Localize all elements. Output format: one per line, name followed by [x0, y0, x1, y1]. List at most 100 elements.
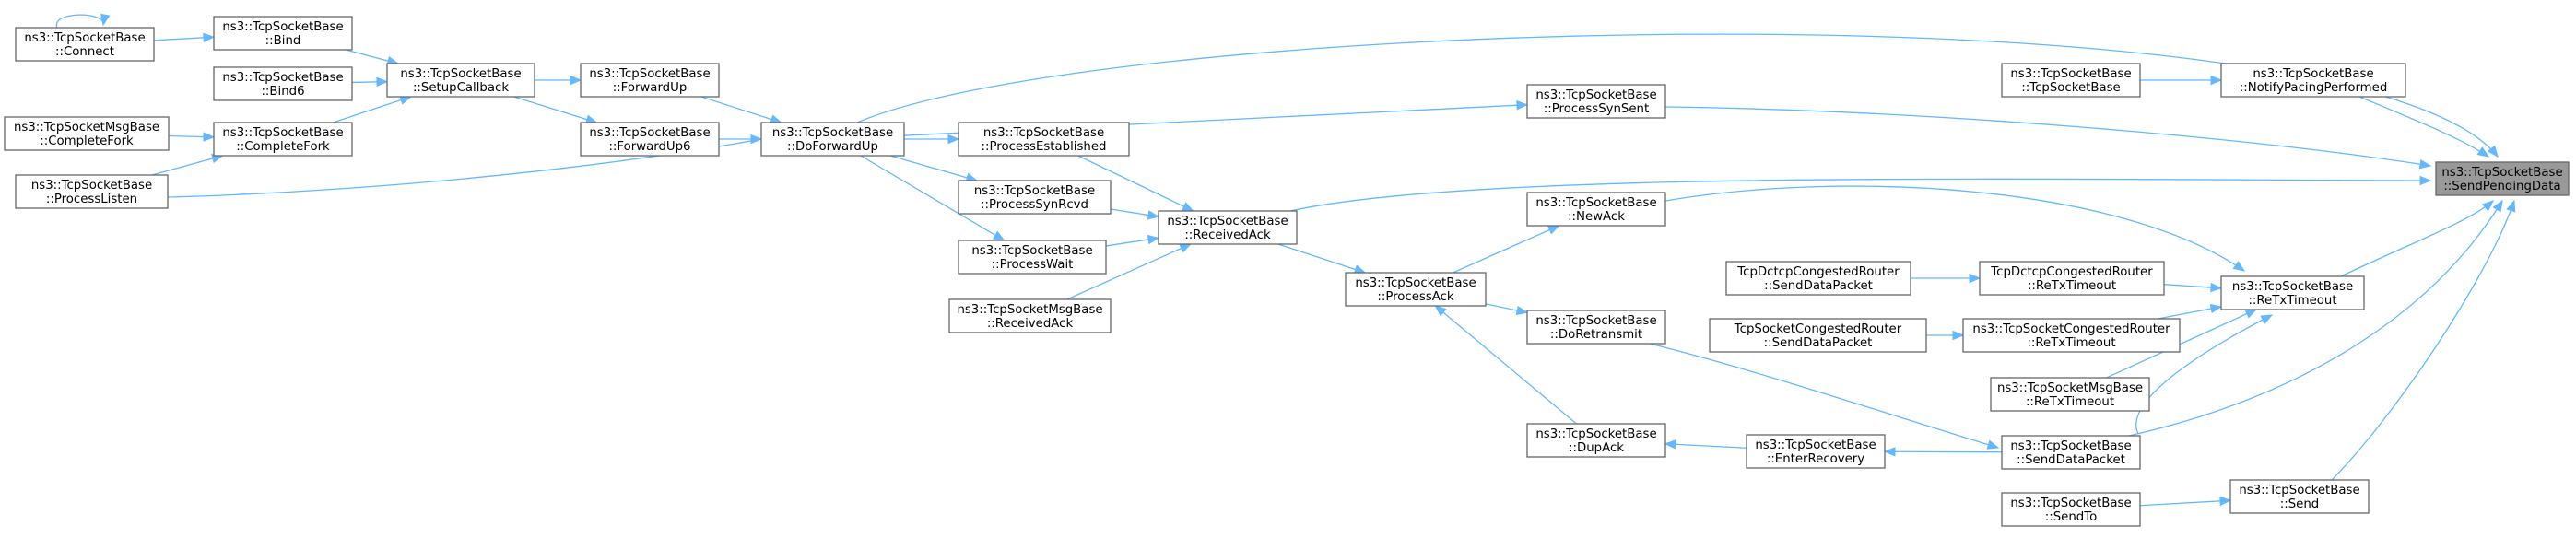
nodes-layer: ns3::TcpSocketBase::SendPendingDatans3::…: [4, 16, 2570, 527]
node-box: [213, 122, 353, 157]
node-label-line2: ::Send: [2280, 497, 2319, 511]
node-n12[interactable]: ns3::TcpSocketBase::TcpSocketBase: [2001, 63, 2141, 98]
node-n27[interactable]: ns3::TcpSocketBase::SendDataPacket: [2001, 435, 2141, 470]
node-n13[interactable]: ns3::TcpSocketBase::ProcessSynSent: [1526, 84, 1666, 119]
node-label-line2: ::DoForwardUp: [787, 140, 878, 154]
edge-n24-to-n19: [2158, 303, 2223, 320]
node-box: [1526, 192, 1666, 227]
node-n18[interactable]: ns3::TcpSocketMsgBase::ReceivedAck: [948, 298, 1112, 333]
edge-n26-to-n19: [2106, 309, 2258, 379]
edge-n4-to-n3: [345, 49, 400, 66]
node-box: [1979, 261, 2165, 296]
node-n16[interactable]: ns3::TcpSocketBase::ProcessSynRcvd: [958, 180, 1112, 215]
node-n1[interactable]: ns3::TcpSocketBase::DoForwardUp: [760, 122, 905, 157]
node-label-line1: ns3::TcpSocketBase: [589, 126, 710, 140]
node-label-line2: ::CompleteFork: [40, 134, 134, 148]
node-label-line1: ns3::TcpSocketBase: [2239, 484, 2359, 497]
node-n30[interactable]: ns3::TcpSocketBase::EnterRecovery: [1746, 434, 1886, 469]
node-n24[interactable]: ns3::TcpSocketCongestedRouter::ReTxTimeo…: [1962, 318, 2181, 353]
node-label-line1: ns3::TcpSocketBase: [2010, 67, 2131, 81]
node-label-line2: ::NewAck: [1568, 210, 1625, 224]
node-n32[interactable]: ns3::TcpSocketBase::SendTo: [2001, 492, 2141, 527]
node-box: [2435, 161, 2570, 196]
node-n21[interactable]: ns3::TcpSocketBase::ProcessAck: [1345, 272, 1487, 307]
edge-n3-to-n2: [535, 75, 582, 86]
edge-n1-to-n16: [889, 155, 979, 182]
node-label-line1: ns3::TcpSocketBase: [2441, 166, 2562, 180]
edge-n27-to-n19: [2135, 314, 2274, 435]
node-box: [386, 63, 535, 98]
node-box: [213, 16, 353, 51]
node-n14[interactable]: ns3::TcpSocketBase::ReceivedAck: [1158, 210, 1298, 245]
node-box: [1709, 318, 1927, 353]
node-n5[interactable]: ns3::TcpSocketBase::Connect: [15, 27, 155, 62]
node-box: [760, 122, 905, 157]
node-label-line2: ::ForwardUp6: [608, 140, 690, 154]
node-label-line1: ns3::TcpSocketBase: [1755, 439, 1876, 452]
node-label-line1: ns3::TcpSocketBase: [400, 67, 521, 81]
node-n17[interactable]: ns3::TcpSocketBase::ProcessWait: [958, 240, 1107, 275]
edge-n30-to-n29: [1664, 439, 1747, 450]
node-label-line2: ::EnterRecovery: [1767, 452, 1864, 466]
node-n2[interactable]: ns3::TcpSocketBase::ForwardUp: [580, 63, 720, 98]
node-n15[interactable]: ns3::TcpSocketBase::ProcessEstablished: [958, 122, 1130, 157]
node-n7[interactable]: ns3::TcpSocketBase::CompleteFork: [213, 122, 353, 157]
node-box: [2220, 63, 2406, 98]
node-n19[interactable]: ns3::TcpSocketBase::ReTxTimeout: [2220, 275, 2365, 310]
node-n8[interactable]: ns3::TcpSocketMsgBase::CompleteFork: [4, 116, 170, 151]
node-box: [958, 180, 1112, 215]
node-label-line1: TcpSocketCongestedRouter: [1734, 322, 1902, 336]
edge-n1-to-n17: [860, 155, 1006, 241]
node-label-line2: ::ProcessListen: [46, 193, 137, 206]
node-n11[interactable]: ns3::TcpSocketBase::NotifyPacingPerforme…: [2220, 63, 2406, 98]
edge-n8-to-n7: [168, 132, 216, 142]
node-box: [15, 27, 155, 62]
node-n9[interactable]: ns3::TcpSocketBase::ProcessListen: [15, 174, 169, 209]
node-label-line2: ::Bind6: [261, 85, 304, 99]
node-box: [580, 122, 720, 157]
node-n6[interactable]: ns3::TcpSocketBase::Bind6: [213, 66, 353, 101]
node-label-line2: ::ReceivedAck: [987, 317, 1074, 331]
node-label-line2: ::DoRetransmit: [1550, 328, 1642, 342]
node-box: [2001, 435, 2141, 470]
node-n3[interactable]: ns3::TcpSocketBase::SetupCallback: [386, 63, 535, 98]
node-n31[interactable]: ns3::TcpSocketBase::Send: [2229, 479, 2370, 514]
node-label-line1: ns3::TcpSocketBase: [2010, 439, 2131, 453]
node-label-line1: ns3::TcpSocketBase: [772, 126, 893, 140]
node-label-line2: ::TcpSocketBase: [2021, 81, 2120, 95]
node-current-function[interactable]: ns3::TcpSocketBase::SendPendingData: [2435, 161, 2570, 196]
node-label-line2: ::SendPendingData: [2443, 180, 2560, 193]
node-label-line2: ::CompleteFork: [236, 140, 330, 154]
node-label-line2: ::ProcessSynRcvd: [981, 198, 1088, 212]
edge-n1-to-n15: [904, 134, 960, 145]
node-box: [958, 240, 1107, 275]
node-label-line1: ns3::TcpSocketBase: [1167, 215, 1288, 228]
node-n22[interactable]: TcpDctcpCongestedRouter::ReTxTimeout: [1979, 261, 2165, 296]
node-n20[interactable]: ns3::TcpSocketBase::NewAck: [1526, 192, 1666, 227]
node-label-line1: ns3::TcpSocketBase: [1535, 88, 1656, 102]
node-n26[interactable]: ns3::TcpSocketMsgBase::ReTxTimeout: [1990, 377, 2150, 412]
node-n25[interactable]: TcpSocketCongestedRouter::SendDataPacket: [1709, 318, 1927, 353]
node-n4[interactable]: ns3::TcpSocketBase::Bind: [213, 16, 353, 51]
node-box: [1526, 84, 1666, 119]
node-label-line1: ns3::TcpSocketBase: [983, 126, 1104, 140]
edge-n3-to-n10: [513, 96, 598, 124]
node-n23[interactable]: TcpDctcpCongestedRouter::SendDataPacket: [1725, 261, 1911, 296]
edge-n19-to-n0: [2340, 200, 2494, 277]
node-label-line2: ::ProcessEstablished: [982, 140, 1107, 154]
edge-n16-to-n14: [1110, 208, 1160, 220]
node-n28[interactable]: ns3::TcpSocketBase::DoRetransmit: [1526, 310, 1666, 345]
node-label-line2: ::ReTxTimeout: [2248, 294, 2336, 308]
node-box: [1345, 272, 1487, 307]
node-label-line1: ns3::TcpSocketBase: [1355, 276, 1476, 290]
node-label-line2: ::SetupCallback: [413, 81, 509, 95]
edge-n28-to-n27: [1649, 343, 2000, 450]
edge-n9-to-n7: [151, 153, 224, 176]
node-box: [1746, 434, 1886, 469]
node-label-line1: ns3::TcpSocketBase: [1535, 314, 1656, 328]
node-n10[interactable]: ns3::TcpSocketBase::ForwardUp6: [580, 122, 720, 157]
edge-n23-to-n22: [1911, 273, 1982, 284]
node-n29[interactable]: ns3::TcpSocketBase::DupAck: [1526, 423, 1666, 458]
edge-n5-to-n5: [56, 13, 111, 29]
